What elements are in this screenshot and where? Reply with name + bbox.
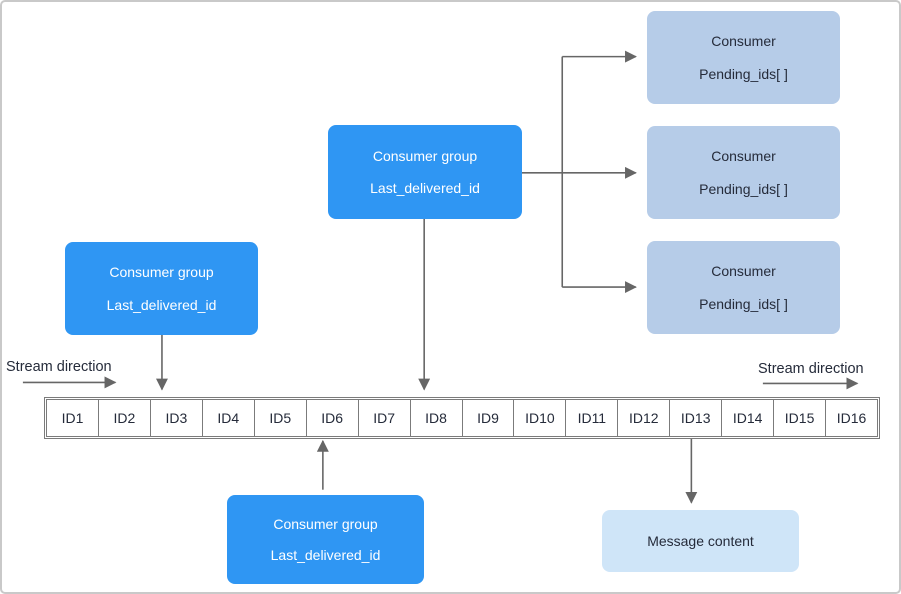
stream-entry: ID3 (149, 399, 203, 437)
consumer-group-title: Consumer group (109, 264, 214, 281)
last-delivered-id-label: Last_delivered_id (106, 296, 217, 313)
consumer-title: Consumer (711, 263, 776, 280)
message-content-label: Message content (647, 533, 754, 549)
stream-entry: ID4 (201, 399, 255, 437)
stream-entry: ID6 (305, 399, 359, 437)
stream-entry: ID2 (97, 399, 151, 437)
pending-ids-label: Pending_ids[ ] (699, 295, 788, 312)
last-delivered-id-label: Last_delivered_id (270, 547, 381, 563)
stream-entry: ID7 (357, 399, 411, 437)
consumer-group-title: Consumer group (273, 516, 378, 532)
stream-entry: ID15 (773, 399, 827, 437)
pending-ids-label: Pending_ids[ ] (699, 65, 788, 82)
stream-entry: ID14 (721, 399, 775, 437)
stream-row: ID1 ID2 ID3 ID4 ID5 ID6 ID7 ID8 ID9 ID10… (44, 397, 880, 439)
pending-ids-label: Pending_ids[ ] (699, 180, 788, 197)
stream-entry: ID13 (669, 399, 723, 437)
stream-direction-label-left: Stream direction (6, 359, 112, 375)
stream-entry: ID9 (461, 399, 515, 437)
stream-entry: ID12 (617, 399, 671, 437)
stream-entry: ID8 (409, 399, 463, 437)
stream-entry: ID11 (565, 399, 619, 437)
message-content-box: Message content (602, 510, 799, 572)
consumer-box-2: Consumer Pending_ids[ ] (647, 126, 840, 219)
last-delivered-id-label: Last_delivered_id (370, 180, 480, 197)
consumer-group-box-left: Consumer group Last_delivered_id (65, 242, 258, 335)
consumer-group-box-bottom: Consumer group Last_delivered_id (227, 495, 424, 584)
stream-entry: ID16 (825, 399, 878, 437)
consumer-group-box-top: Consumer group Last_delivered_id (328, 125, 522, 219)
consumer-group-title: Consumer group (372, 147, 478, 164)
consumer-box-1: Consumer Pending_ids[ ] (647, 11, 840, 104)
consumer-title: Consumer (711, 33, 776, 50)
stream-entry: ID1 (46, 399, 99, 437)
stream-entry: ID10 (513, 399, 567, 437)
consumer-title: Consumer (711, 148, 776, 165)
stream-direction-label-right: Stream direction (758, 361, 864, 377)
consumer-box-3: Consumer Pending_ids[ ] (647, 241, 840, 334)
stream-entry: ID5 (253, 399, 307, 437)
